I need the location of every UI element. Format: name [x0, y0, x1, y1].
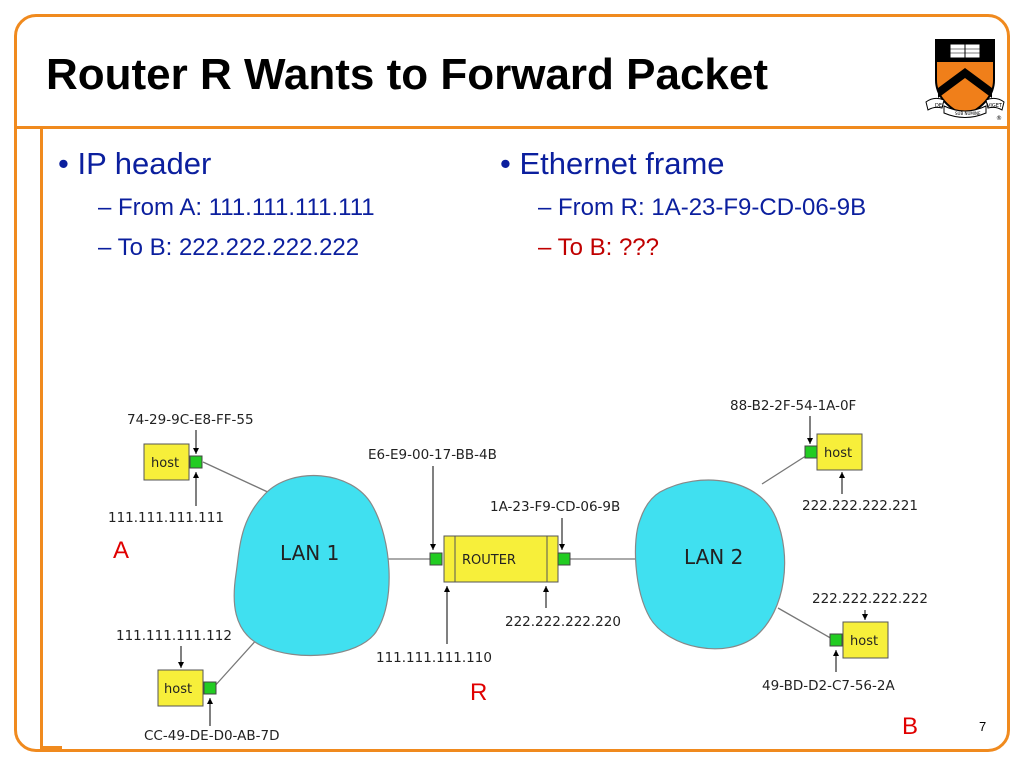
slide-frame [14, 14, 1010, 752]
motto-center: SUB NUMINE [955, 111, 981, 116]
ip-from-item: – From A: 111.111.111.111 [98, 194, 375, 221]
ip-to-item: – To B: 222.222.222.222 [98, 234, 360, 261]
motto-right: VIGET [987, 103, 1003, 109]
host-b-label: host [850, 634, 878, 649]
host-a-label: host [151, 456, 179, 471]
host-a-mac: 74-29-9C-E8-FF-55 [127, 412, 254, 428]
slide-title: Router R Wants to Forward Packet [46, 50, 769, 99]
host-b-mac: 49-BD-D2-C7-56-2A [762, 678, 895, 694]
host-b-box [842, 621, 889, 659]
marker-r: R [470, 679, 487, 706]
host-d-mac: 88-B2-2F-54-1A-0F [730, 398, 856, 414]
bullet-ip-header: • IP header [58, 146, 212, 181]
host-d-box [816, 433, 863, 471]
router-mac-right: 1A-23-F9-CD-06-9B [490, 499, 620, 515]
host-c-nic [203, 681, 217, 695]
router-ip-left: 111.111.111.110 [376, 650, 492, 666]
router-mac-left: E6-E9-00-17-BB-4B [368, 447, 497, 463]
bullet-ethernet-frame: • Ethernet frame [500, 146, 725, 181]
host-b-nic [829, 633, 843, 647]
title-divider [14, 126, 1010, 129]
eth-from-item: – From R: 1A-23-F9-CD-06-9B [538, 194, 867, 221]
link-host-a-lan1 [202, 461, 273, 495]
lan2-label: LAN 2 [684, 545, 743, 569]
router-nic-left [429, 552, 443, 566]
host-a-nic [189, 455, 203, 469]
host-c-ip: 111.111.111.112 [116, 628, 232, 644]
link-host-d-lan2 [761, 451, 813, 485]
router-box [443, 535, 559, 583]
lan1-label: LAN 1 [280, 541, 339, 565]
host-d-label: host [824, 446, 852, 461]
right-column: • Ethernet frame – From R: 1A-23-F9-CD-0… [500, 146, 866, 262]
host-c-box [157, 669, 204, 707]
host-d-nic [804, 445, 818, 459]
motto-left: DEI [935, 103, 943, 109]
router-nic-right [557, 552, 571, 566]
marker-b: B [902, 713, 918, 740]
host-c-mac: CC-49-DE-D0-AB-7D [144, 728, 279, 744]
host-a-ip: 111.111.111.111 [108, 510, 224, 526]
left-divider [40, 128, 43, 748]
registered-mark: ® [996, 115, 1002, 122]
lan1-cloud [233, 474, 390, 657]
host-b-ip: 222.222.222.222 [812, 591, 928, 607]
page-number: 7 [979, 719, 987, 734]
lan2-cloud [634, 479, 786, 650]
marker-a: A [113, 537, 129, 564]
bottom-divider [40, 746, 62, 749]
princeton-shield-icon: DEI SUB NUMINE VIGET ® [925, 39, 1005, 122]
left-column: • IP header – From A: 111.111.111.111 – … [58, 146, 375, 262]
host-d-ip: 222.222.222.221 [802, 498, 918, 514]
router-ip-right: 222.222.222.220 [505, 614, 621, 630]
host-a-box [143, 443, 190, 481]
host-c-label: host [164, 682, 192, 697]
eth-to-item: – To B: ??? [538, 234, 659, 261]
link-host-b-lan2 [777, 607, 835, 641]
router-label: ROUTER [462, 553, 516, 568]
